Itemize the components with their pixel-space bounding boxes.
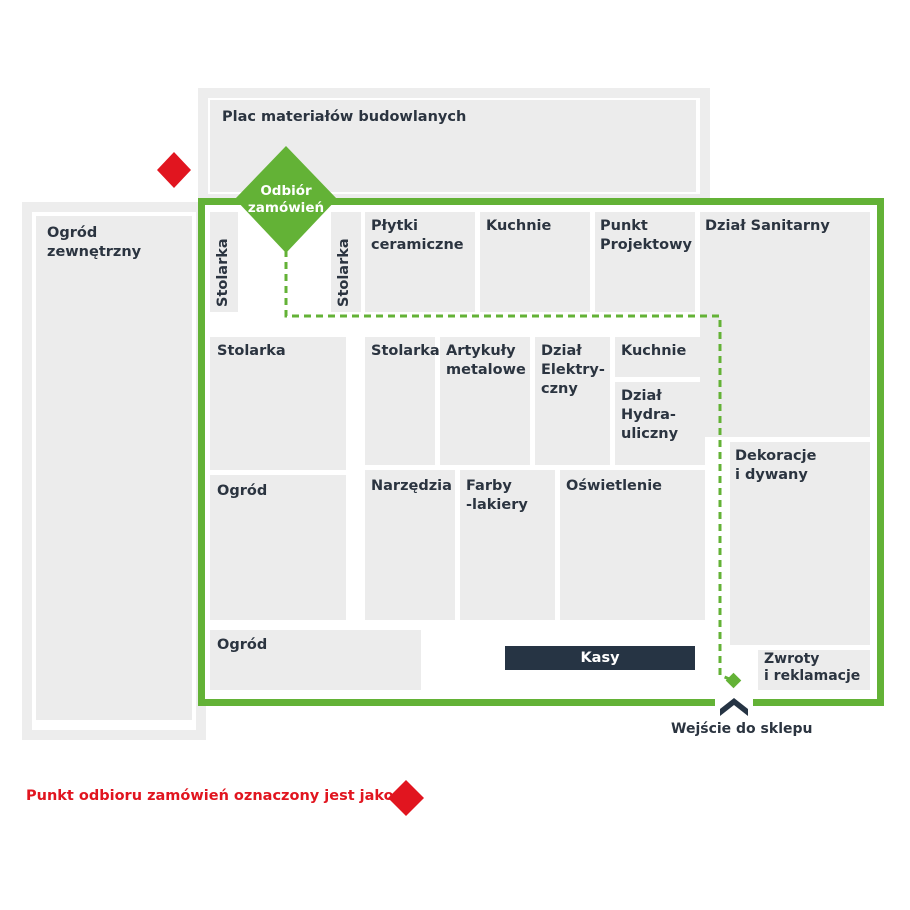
- sanitary-department-label: Dział Sanitarny: [705, 218, 830, 234]
- hydraulic-department[interactable]: Dział Hydra- uliczny: [615, 382, 705, 465]
- joinery-vertical-1[interactable]: Stolarka: [210, 212, 238, 312]
- metal-goods[interactable]: Artykuły metalowe: [440, 337, 530, 465]
- kitchens-mid-label: Kuchnie: [621, 343, 687, 359]
- returns-complaints-label: Zwroty i reklamacje: [764, 651, 861, 684]
- metal-goods-label: Artykuły metalowe: [446, 343, 526, 378]
- paints-varnishes-label: Farby -lakiery: [466, 478, 528, 513]
- garden-mid[interactable]: Ogród: [210, 475, 346, 620]
- returns-complaints[interactable]: Zwroty i reklamacje: [758, 650, 870, 690]
- tools-label: Narzędzia: [371, 478, 452, 494]
- garden-bottom-label: Ogród: [217, 637, 268, 653]
- decorations-rugs[interactable]: Dekoracje i dywany: [730, 442, 870, 645]
- lighting[interactable]: Oświetlenie: [560, 470, 705, 620]
- electrical-department[interactable]: Dział Elektry- czny: [535, 337, 610, 465]
- paints-varnishes[interactable]: Farby -lakiery: [460, 470, 555, 620]
- garden-mid-label: Ogród: [217, 483, 268, 499]
- joinery-left-label: Stolarka: [217, 343, 286, 359]
- joinery-mid[interactable]: Stolarka: [365, 337, 440, 465]
- building-materials-yard-label: Plac materiałów budowlanych: [222, 109, 467, 125]
- hydraulic-department-label: Dział Hydra- uliczny: [621, 388, 679, 442]
- route-path: [284, 250, 735, 683]
- kitchens-mid[interactable]: Kuchnie: [615, 337, 705, 377]
- outdoor-garden-label: Ogród zewnętrzny: [47, 225, 142, 260]
- ceramic-tiles-label: Płytki ceramiczne: [371, 218, 464, 253]
- garden-bottom[interactable]: Ogród: [210, 630, 421, 690]
- joinery-mid-label: Stolarka: [371, 343, 440, 359]
- tools[interactable]: Narzędzia: [365, 470, 455, 620]
- red-pickup-marker-map: [157, 152, 191, 188]
- design-point[interactable]: Punkt Projektowy: [595, 212, 695, 312]
- pickup-point-label: Odbiór zamówień: [247, 183, 325, 216]
- outdoor-garden[interactable]: Ogród zewnętrzny: [36, 216, 192, 720]
- ceramic-tiles[interactable]: Płytki ceramiczne: [365, 212, 475, 312]
- joinery-left[interactable]: Stolarka: [210, 337, 346, 470]
- electrical-department-label: Dział Elektry- czny: [541, 343, 605, 397]
- design-point-label: Punkt Projektowy: [600, 218, 692, 253]
- kitchens-top-label: Kuchnie: [486, 218, 552, 234]
- store-outline: [198, 198, 884, 706]
- joinery-vertical-2[interactable]: Stolarka: [331, 212, 361, 312]
- lighting-label: Oświetlenie: [566, 478, 663, 494]
- checkouts[interactable]: Kasy: [505, 646, 695, 670]
- red-diamond-legend-icon: [388, 780, 424, 816]
- sanitary-department[interactable]: Dział Sanitarny: [700, 212, 870, 437]
- entrance-arrow-icon: [720, 698, 748, 716]
- route-end-marker: [725, 672, 742, 689]
- pickup-legend-text: Punkt odbioru zamówień oznaczony jest ja…: [26, 788, 394, 804]
- decorations-rugs-label: Dekoracje i dywany: [735, 448, 817, 483]
- kitchens-top[interactable]: Kuchnie: [480, 212, 590, 312]
- pickup-diamond[interactable]: [235, 146, 337, 253]
- store-entrance-label: Wejście do sklepu: [671, 721, 813, 737]
